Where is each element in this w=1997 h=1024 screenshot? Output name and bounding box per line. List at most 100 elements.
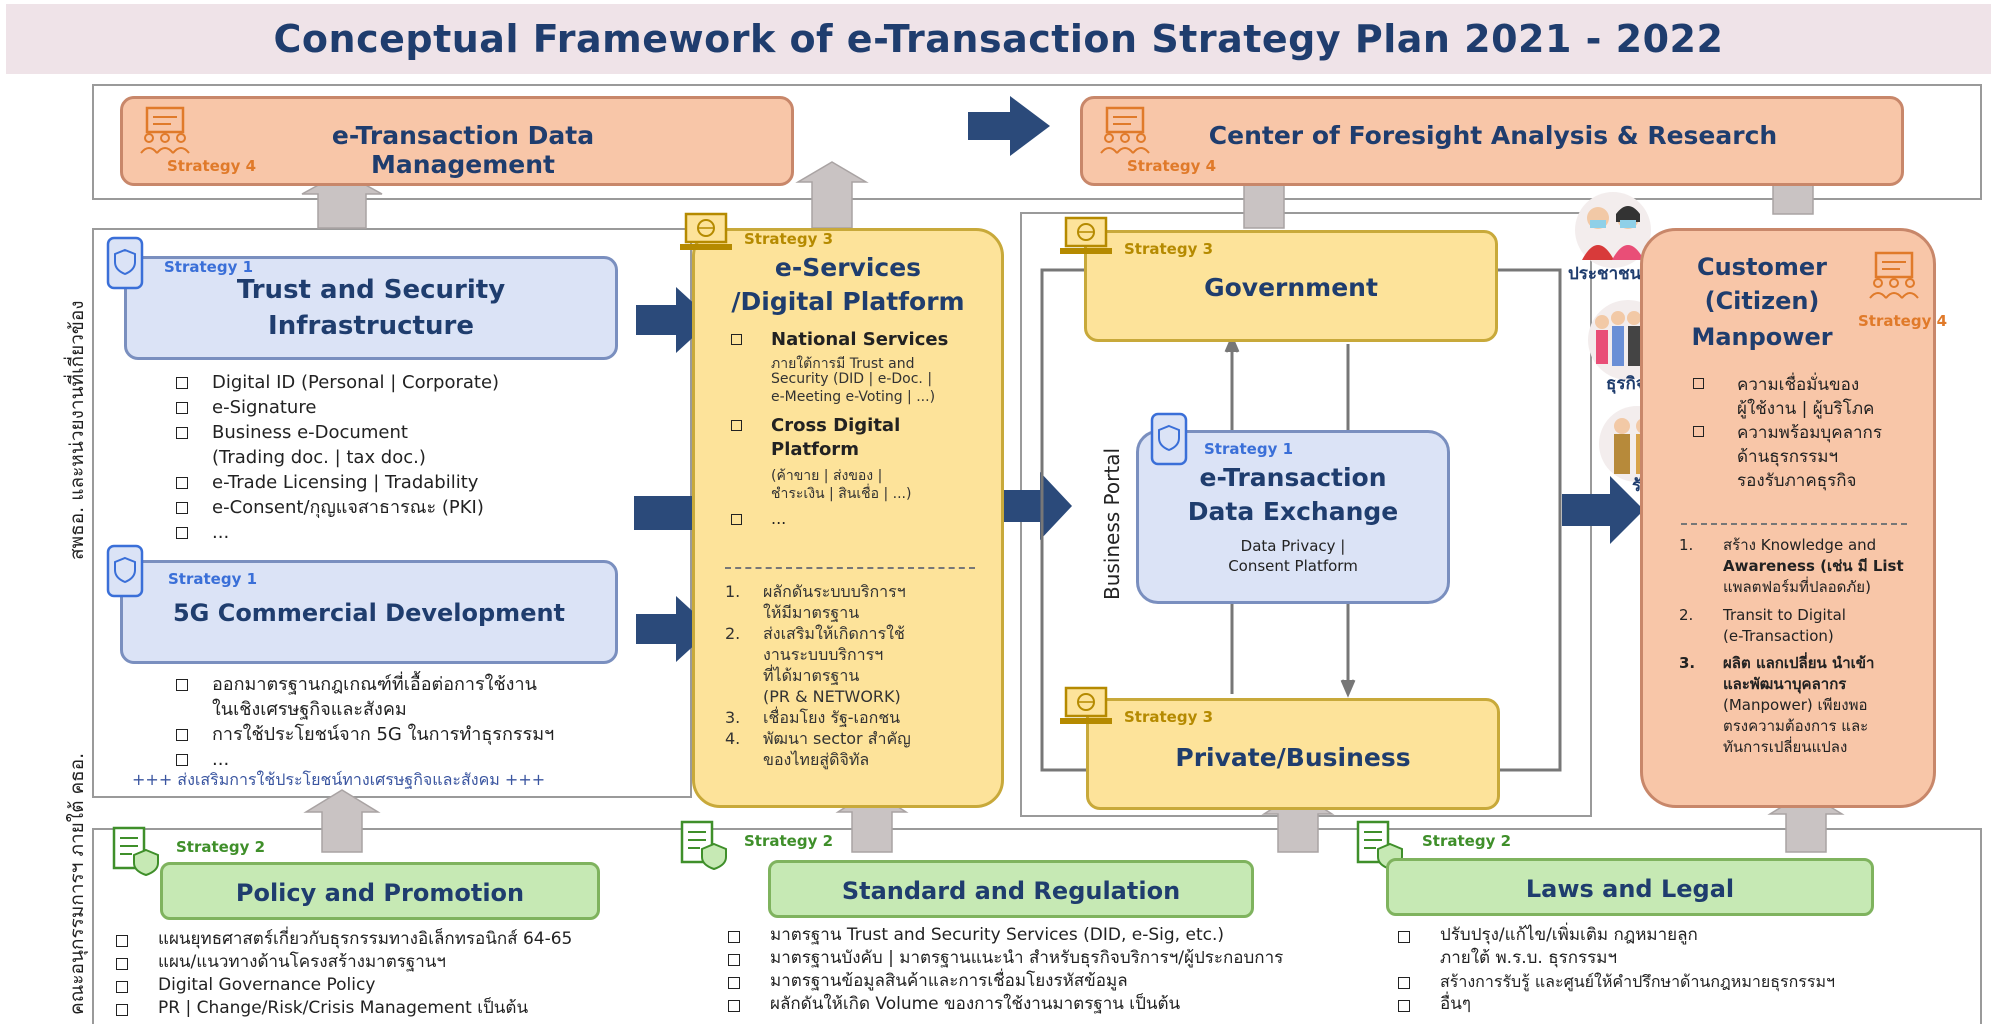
list-item: แผน/แนวทางด้านโครงสร้างมาตรฐานฯ bbox=[112, 951, 692, 974]
policy-items-list: แผนยุทธศาสตร์เกี่ยวกับธุรกรรมทางอิเล็กทร… bbox=[112, 928, 692, 1020]
list-item-continuation: ในเชิงเศรษฐกิจและสังคม bbox=[212, 699, 407, 720]
step-item: 2.ส่งเสริมให้เกิดการใช้งานระบบบริการฯ bbox=[725, 624, 905, 664]
data-management-box: e-Transaction Data Management Strategy 4 bbox=[120, 96, 794, 186]
list-item: ปรับปรุง/แก้ไข/เพิ่มเติม กฎหมายลูก bbox=[1394, 924, 1984, 947]
list-item: ออกมาตรฐานกฎเกณฑ์ที่เอื้อต่อการใช้งาน bbox=[172, 672, 632, 697]
strategy-label: Strategy 3 bbox=[744, 230, 834, 248]
laptop-globe-icon bbox=[680, 212, 732, 250]
right-arrow-icon bbox=[1562, 476, 1644, 544]
national-desc-1: ภายใต้การมี Trust and bbox=[771, 356, 915, 372]
cross-platform-title-1: Cross Digital bbox=[771, 415, 901, 436]
cross-platform-title-2: Platform bbox=[771, 439, 859, 460]
dashed-divider bbox=[725, 567, 975, 569]
list-item: ... bbox=[172, 520, 612, 545]
foresight-box: Center of Foresight Analysis & Research … bbox=[1080, 96, 1904, 186]
customer-item: ผู้ใช้งาน | ผู้บริโภค bbox=[1737, 399, 1875, 419]
shield-phone-icon bbox=[106, 544, 144, 598]
trust-title-line1: Trust and Security bbox=[236, 275, 506, 305]
exchange-sub-2: Consent Platform bbox=[1228, 557, 1358, 575]
strategy-label: Strategy 4 bbox=[167, 157, 257, 175]
list-item: อื่นๆ bbox=[1394, 993, 1984, 1016]
up-arrow-icon bbox=[303, 789, 381, 853]
policy-title: Policy and Promotion bbox=[235, 879, 525, 907]
exchange-title-line2: Data Exchange bbox=[1187, 497, 1399, 526]
standard-title: Standard and Regulation bbox=[841, 877, 1181, 905]
strategy-label: Strategy 2 bbox=[744, 832, 834, 850]
strategy-label: Strategy 4 bbox=[1127, 157, 1217, 175]
step-item: 3.เชื่อมโยง รัฐ-เอกชน bbox=[725, 708, 901, 727]
trust-title-line2: Infrastructure bbox=[268, 311, 474, 341]
citizen-label: ประชาชน bbox=[1568, 264, 1642, 284]
strategy-label: Strategy 1 bbox=[168, 570, 258, 588]
customer-title-line3: Manpower bbox=[1691, 323, 1833, 351]
checkbox bbox=[1693, 426, 1704, 437]
exchange-title-line1: e-Transaction bbox=[1199, 463, 1387, 492]
list-item: แผนยุทธศาสตร์เกี่ยวกับธุรกรรมทางอิเล็กทร… bbox=[112, 928, 692, 951]
private-title: Private/Business bbox=[1175, 743, 1411, 772]
list-item: ... bbox=[172, 747, 632, 772]
standard-box: Standard and Regulation bbox=[768, 860, 1254, 918]
data-management-title: e-Transaction Data Management bbox=[331, 121, 595, 179]
eservices-title-line2: /Digital Platform bbox=[731, 287, 965, 316]
customer-box: Customer (Citizen) Manpower ความเชื่อมั่… bbox=[1640, 228, 1936, 808]
right-arrow-icon bbox=[968, 96, 1050, 156]
private-business-box: Private/Business bbox=[1086, 698, 1500, 810]
step-item: 1.ผลักดันระบบบริการฯให้มีมาตรฐาน bbox=[725, 582, 906, 622]
strategy-label: Strategy 3 bbox=[1124, 708, 1214, 726]
business-portal-label: Business Portal bbox=[1100, 447, 1124, 600]
document-shield-icon bbox=[680, 820, 727, 871]
policy-box: Policy and Promotion bbox=[160, 862, 600, 920]
business-label: ธุรกิจ bbox=[1606, 374, 1646, 394]
strategy-label: Strategy 1 bbox=[1204, 440, 1294, 458]
list-item: มาตรฐาน Trust and Security Services (DID… bbox=[724, 924, 1404, 947]
strategy-label: Strategy 2 bbox=[176, 838, 266, 856]
laws-items-list: ปรับปรุง/แก้ไข/เพิ่มเติม กฎหมายลูก ภายใต… bbox=[1394, 924, 1984, 1016]
document-shield-icon bbox=[112, 826, 159, 877]
shield-phone-icon bbox=[1150, 412, 1188, 466]
up-arrow-icon bbox=[795, 161, 869, 229]
strategy-label: Strategy 3 bbox=[1124, 240, 1214, 258]
customer-title-line1: Customer bbox=[1696, 253, 1828, 281]
list-item: มาตรฐานบังคับ | มาตรฐานแนะนำ สำหรับธุรกิ… bbox=[724, 947, 1404, 970]
eservices-more: ... bbox=[771, 509, 787, 528]
step-item: ที่ได้มาตรฐาน(PR & NETWORK) bbox=[763, 666, 901, 706]
5g-footer: +++ ส่งเสริมการใช้ประโยชน์ทางเศรษฐกิจและ… bbox=[132, 770, 546, 789]
cross-desc-1: (ค้าขาย | ส่งของ | bbox=[771, 468, 883, 484]
customer-item: ความพร้อมบุคลากร bbox=[1737, 423, 1882, 443]
laws-title: Laws and Legal bbox=[1525, 875, 1735, 903]
step-item: 4.พัฒนา sector สำคัญของไทยสู่ดิจิทัล bbox=[725, 729, 911, 769]
customer-item: ความเชื่อมั่นของ bbox=[1737, 375, 1860, 395]
presentation-icon bbox=[140, 106, 190, 154]
citizen-people-icon bbox=[1575, 192, 1651, 268]
data-exchange-box: e-Transaction Data Exchange Data Privacy… bbox=[1136, 430, 1450, 604]
5g-box: 5G Commercial Development bbox=[120, 560, 618, 664]
list-item-continuation: (Trading doc. | tax doc.) bbox=[212, 447, 426, 468]
laptop-globe-icon bbox=[1060, 216, 1112, 254]
5g-title: 5G Commercial Development bbox=[172, 599, 566, 627]
trust-security-box: Trust and Security Infrastructure bbox=[124, 256, 618, 360]
checkbox bbox=[1693, 378, 1704, 389]
list-item: e-Signature bbox=[172, 395, 612, 420]
checkbox bbox=[731, 420, 742, 431]
government-box: Government bbox=[1084, 230, 1498, 342]
eservices-box: e-Services /Digital Platform National Se… bbox=[692, 228, 1004, 808]
laws-box: Laws and Legal bbox=[1386, 858, 1874, 916]
list-item: e-Consent/กุญแจสาธารณะ (PKI) bbox=[172, 495, 612, 520]
laptop-globe-icon bbox=[1060, 686, 1112, 724]
list-item: e-Trade Licensing | Tradability bbox=[172, 470, 612, 495]
list-item: ผลักดันให้เกิด Volume ของการใช้งานมาตรฐา… bbox=[724, 993, 1404, 1016]
list-item: มาตรฐานข้อมูลสินค้าและการเชื่อมโยงรหัสข้… bbox=[724, 970, 1404, 993]
strategy-label: Strategy 2 bbox=[1422, 832, 1512, 850]
checkbox bbox=[731, 514, 742, 525]
eservices-title-line1: e-Services bbox=[774, 253, 922, 282]
exchange-sub-1: Data Privacy | bbox=[1240, 537, 1346, 555]
list-item: สร้างการรับรู้ และศูนย์ให้คำปรึกษาด้านกฎ… bbox=[1394, 970, 1984, 993]
government-title: Government bbox=[1204, 273, 1378, 302]
5g-items-list: ออกมาตรฐานกฎเกณฑ์ที่เอื้อต่อการใช้งาน ใน… bbox=[172, 672, 632, 772]
list-item-continuation: ภายใต้ พ.ร.บ. ธุรกรรมฯ bbox=[1440, 948, 1618, 968]
national-desc-3: e-Meeting e-Voting | ...) bbox=[771, 389, 936, 405]
checkbox bbox=[731, 334, 742, 345]
eservices-steps: 1.ผลักดันระบบบริการฯให้มีมาตรฐาน 2.ส่งเส… bbox=[715, 581, 1001, 770]
customer-step-2: 2. Transit to Digital(e-Transaction) bbox=[1679, 606, 1846, 645]
